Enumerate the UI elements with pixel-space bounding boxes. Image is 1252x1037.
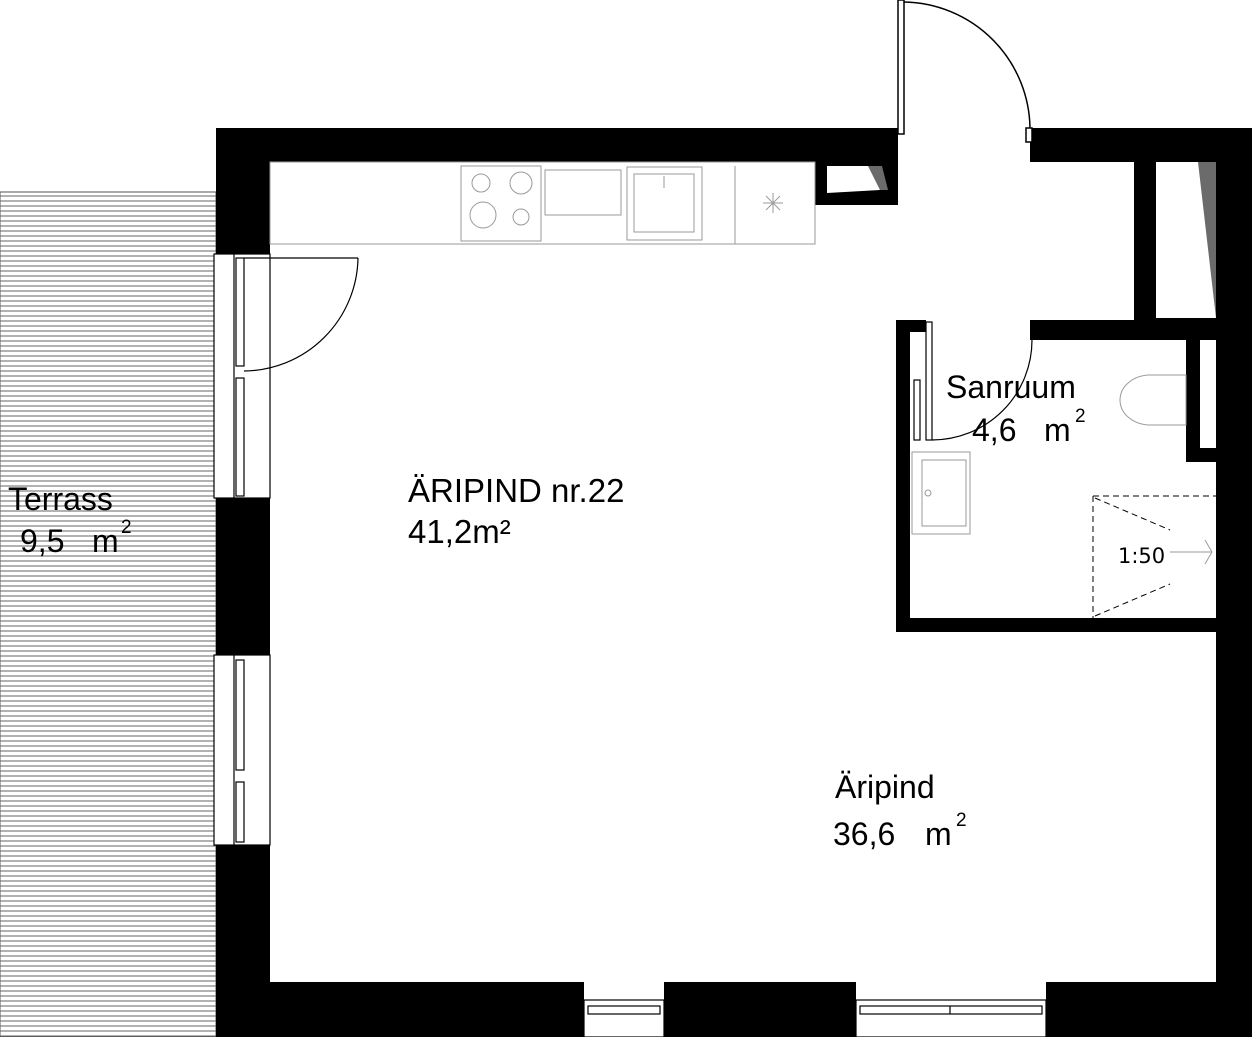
terrace-decking bbox=[0, 191, 217, 1037]
unit-area: 41,2m² bbox=[408, 513, 511, 550]
terrace-area: 9,5 m 2 bbox=[20, 517, 132, 559]
bathroom-area-value: 4,6 bbox=[972, 412, 1016, 448]
business-area-exponent: 2 bbox=[956, 810, 967, 831]
terrace-area-value: 9,5 bbox=[20, 523, 64, 559]
walls bbox=[216, 128, 1252, 1037]
business-area-unit: m bbox=[925, 816, 952, 852]
bathroom-label: Sanruum bbox=[946, 369, 1076, 405]
kitchen-counter bbox=[269, 161, 816, 245]
bathroom-door bbox=[913, 321, 1033, 441]
bathroom-area: 4,6 m 2 bbox=[972, 406, 1086, 448]
unit-title: ÄRIPIND nr.22 bbox=[408, 472, 624, 509]
bathroom-area-exponent: 2 bbox=[1075, 406, 1086, 427]
terrace-area-unit: m bbox=[92, 523, 119, 559]
bathroom-fixtures bbox=[911, 374, 1216, 618]
terrace-label: Terrass bbox=[8, 481, 113, 517]
bottom-windows bbox=[583, 999, 1047, 1037]
terrace-area-exponent: 2 bbox=[121, 517, 132, 538]
scale-label: 1:50 bbox=[1118, 544, 1165, 568]
business-area-value: 36,6 bbox=[833, 816, 895, 852]
business-label: Äripind bbox=[835, 769, 935, 805]
ventilation-shafts bbox=[827, 162, 1216, 318]
bathroom-area-unit: m bbox=[1044, 412, 1071, 448]
terrace-windows bbox=[213, 253, 359, 846]
business-area: 36,6 m 2 bbox=[833, 810, 967, 852]
entrance-door bbox=[897, 0, 1033, 143]
